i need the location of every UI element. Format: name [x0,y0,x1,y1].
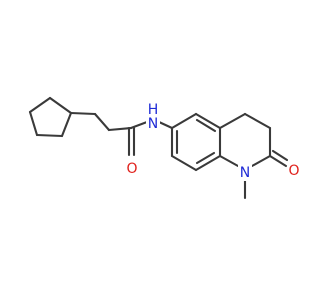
benzene-ring [170,112,222,172]
bond [48,96,73,115]
bond [60,111,73,138]
propanoyl-chain [69,111,174,157]
bond [107,126,133,132]
structure-canvas: N H O N O [28,96,300,200]
cyclopentyl-ring [28,96,73,138]
bond [93,112,111,132]
bond [218,112,247,130]
bond [69,111,97,116]
molecule-structure: N H O N O [28,96,300,200]
bond [194,154,222,172]
lactam-oxygen-label: O [288,163,299,179]
bond [157,120,174,130]
bond [271,149,289,162]
bond [250,154,272,168]
bond [129,120,149,130]
bond [28,96,52,114]
atom-labels: N H O N O [126,102,300,181]
bond [195,151,216,165]
ring-nitrogen-label: N [240,165,250,181]
amide-oxygen-label: O [126,161,137,177]
amide-nitrogen-label: N [148,116,158,132]
bond [218,154,240,168]
amide-hydrogen-label: H [148,102,159,118]
bond [35,133,64,138]
bond [268,154,288,168]
bond [195,118,217,133]
bond [28,110,39,137]
bond [194,112,222,130]
bond [243,112,272,130]
bond [170,154,198,172]
bond [170,112,198,130]
lactam-ring [218,112,289,200]
